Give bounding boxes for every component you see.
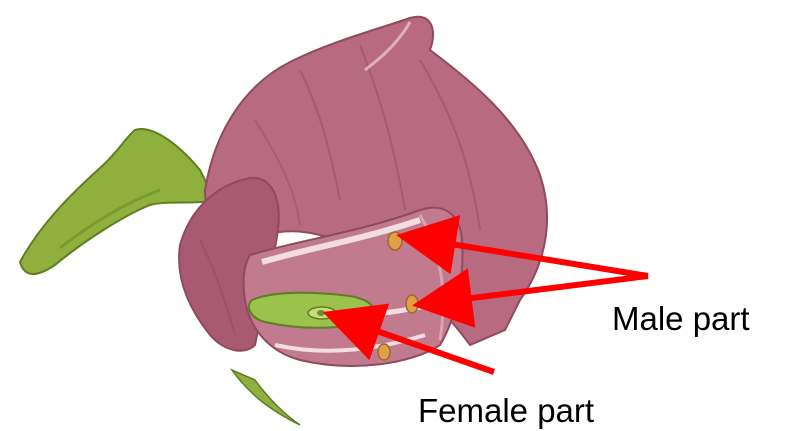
female-part-label: Female part	[418, 394, 594, 427]
anther-bottom	[378, 344, 390, 360]
anther-middle	[406, 295, 418, 313]
anther-top	[388, 232, 402, 250]
male-part-label: Male part	[612, 302, 750, 335]
